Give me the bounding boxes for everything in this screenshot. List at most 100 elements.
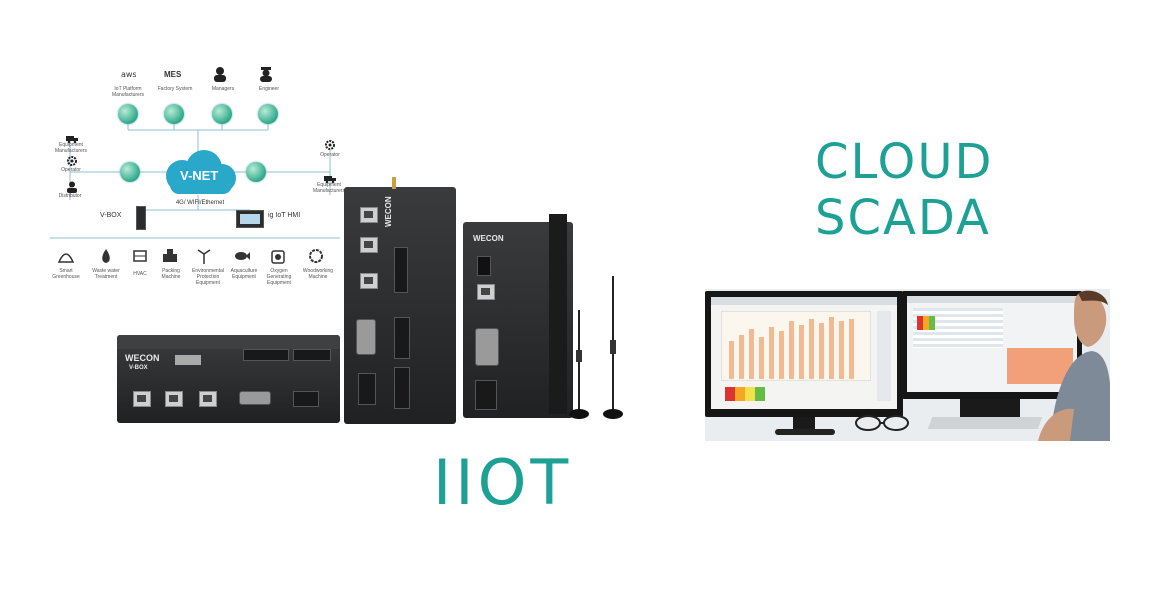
terminal-block [394, 367, 410, 409]
status-grid [725, 387, 765, 401]
top-label-factory-system: Factory System [157, 86, 193, 92]
fish-icon [234, 248, 250, 264]
ethernet-port [360, 207, 378, 223]
cloud-label: V-NET [180, 168, 219, 183]
app-oxygen: Oxygen Generating Equipment [266, 268, 292, 286]
glasses-icon [855, 415, 909, 431]
keyboard [927, 417, 1043, 429]
node-ball [212, 104, 232, 124]
scada-monitors-photo [705, 289, 1110, 441]
alarm-indicators [917, 316, 935, 330]
vbox-device-horizontal: WECON V-BOX [117, 335, 340, 423]
hvac-icon [132, 248, 148, 264]
power-terminal [293, 391, 319, 407]
top-label-engineer: Engineer [258, 86, 279, 92]
trend-chart [721, 311, 871, 381]
node-ball [258, 104, 278, 124]
antenna-left [569, 310, 589, 419]
greenhouse-icon [57, 248, 75, 264]
vbox-device-icon [136, 206, 146, 230]
app-smart-greenhouse: Smart Greenhouse [52, 268, 80, 280]
device-brand-label: WECON [473, 234, 504, 243]
serial-port [356, 319, 376, 355]
node-ball [120, 162, 140, 182]
title-cloud: CLOUD [815, 134, 994, 190]
manager-person-icon [212, 66, 228, 82]
ethernet-port [133, 391, 151, 407]
device-brand-label: WECON [384, 196, 393, 227]
left-label-equipment: Equipment Manufacturers [55, 142, 87, 154]
vbox-device-tall: WECON [344, 177, 456, 424]
right-label-equipment: Equipment Manufacturers [313, 182, 345, 194]
vbox-label: V-BOX [100, 212, 122, 219]
monitor-stand [793, 417, 815, 431]
antenna-right [603, 276, 623, 419]
side-panel [877, 311, 891, 401]
terminal-block [293, 349, 331, 361]
node-ball [246, 162, 266, 182]
terminal-block [243, 349, 289, 361]
app-environmental: Environmental Protection Equipment [192, 268, 224, 286]
sim-slot [477, 256, 491, 276]
antenna-connector [392, 177, 396, 189]
monitor-left-screen [711, 297, 897, 409]
equipment-truck-icon [66, 130, 78, 144]
monitor-stand [960, 399, 1020, 417]
vbox-device-small: WECON [463, 214, 573, 418]
ethernet-port [360, 237, 378, 253]
distributor-person-icon [66, 180, 78, 193]
right-label-operator: Operator [320, 152, 340, 158]
ethernet-port [360, 273, 378, 289]
wind-turbine-icon [196, 248, 212, 264]
app-packing-machine: Packing Machine [161, 268, 181, 280]
antennas [569, 276, 623, 419]
dip-switch [175, 355, 201, 365]
cloud-platform-icon: aws [120, 66, 137, 82]
app-waste-water: Waste water Treatment [92, 268, 120, 280]
app-woodworking: Woodworking Machine [302, 268, 334, 280]
left-label-operator: Operator [61, 167, 81, 173]
title-iiot: IIOT [433, 446, 573, 519]
cloud-icon: V-NET [152, 148, 246, 196]
left-label-distributor: Distributor [58, 193, 82, 199]
top-label-iot-platform: IoT Platform Manufacturers [112, 86, 144, 98]
app-aquaculture: Aquaculture Equipment [230, 268, 258, 280]
saw-blade-icon [308, 248, 324, 264]
device-brand-label: WECON [125, 353, 160, 363]
monitor-left [705, 291, 903, 417]
top-label-managers: Managers [211, 86, 235, 92]
ethernet-port [199, 391, 217, 407]
node-ball [118, 104, 138, 124]
svg-text:aws: aws [121, 70, 136, 79]
power-terminal [358, 373, 376, 405]
mes-label: MES [164, 70, 182, 79]
title-scada: SCADA [815, 190, 991, 246]
ethernet-port [477, 284, 495, 300]
power-terminal [475, 380, 497, 410]
gear-icon [324, 138, 336, 150]
oxygen-tank-icon [270, 248, 286, 264]
din-rail-clip [549, 214, 567, 414]
hmi-label: ig IoT HMI [268, 212, 301, 219]
water-drop-icon [98, 248, 114, 264]
terminal-block [394, 247, 408, 293]
monitor-base [775, 429, 835, 435]
monitor-right-screen [907, 296, 1077, 392]
engineer-person-icon [258, 66, 274, 82]
hmi-device-icon [236, 210, 264, 228]
connection-label: 4G/ WIFI/Ethernet [175, 200, 225, 206]
monitor-right [902, 291, 1082, 399]
iot-network-diagram: aws MES IoT Platform Manufacturers Facto… [40, 60, 360, 300]
equipment-truck-icon [324, 170, 336, 184]
terminal-block [394, 317, 410, 359]
serial-port [239, 391, 271, 405]
app-hvac: HVAC [133, 271, 147, 277]
orange-panel [1007, 348, 1073, 384]
packing-machine-icon [162, 248, 178, 264]
serial-port [475, 328, 499, 366]
operator-person [1038, 290, 1110, 441]
gear-icon [66, 154, 78, 166]
ethernet-port [165, 391, 183, 407]
device-model-label: V-BOX [129, 365, 148, 371]
node-ball [164, 104, 184, 124]
